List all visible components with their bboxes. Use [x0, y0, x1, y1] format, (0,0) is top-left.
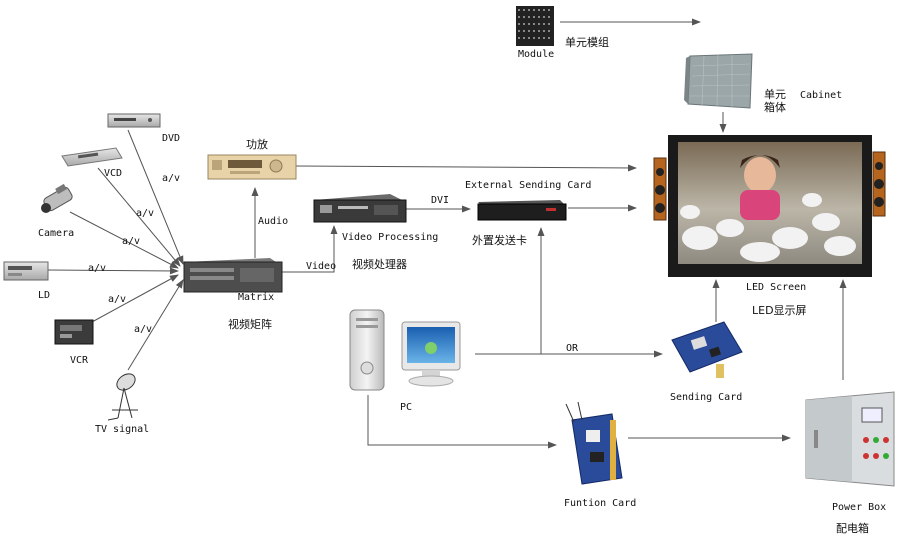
power-box-label-cn: 配电箱	[836, 522, 869, 535]
vcd-label: VCD	[104, 168, 123, 179]
video-processing-label-cn: 视频处理器	[352, 258, 407, 271]
edge-vcr-matrix	[91, 274, 179, 323]
edge-ld-matrix	[47, 267, 179, 275]
pc-tower-image	[349, 309, 385, 391]
external-sending-card-image	[477, 200, 567, 221]
edge-vcd-matrix	[97, 167, 181, 267]
pc-label: PC	[400, 402, 413, 413]
edge-label-av-vcd: a/v	[136, 208, 155, 219]
module-label-cn: 单元模组	[565, 36, 609, 49]
edge-label-audio: Audio	[258, 216, 289, 227]
external-sending-card-label: External Sending Card	[465, 180, 592, 191]
funtion-card-image	[565, 401, 623, 485]
funtion-card-label: Funtion Card	[564, 498, 637, 509]
edge-label-dvi: DVI	[431, 195, 450, 206]
matrix-label: Matrix	[238, 292, 275, 303]
led-screen-label: LED Screen	[746, 282, 807, 293]
module-label: Module	[518, 49, 555, 60]
edge-label-video: Video	[306, 261, 337, 272]
amplifier-label-cn: 功放	[246, 138, 268, 151]
vcd-player-image	[61, 147, 123, 167]
video-processing-label: Video Processing	[342, 232, 439, 243]
edge-label-av-camera: a/v	[122, 236, 141, 247]
speaker-right-image	[872, 151, 886, 217]
cabinet-label-cn-2: 箱体	[764, 101, 786, 114]
edge-label-av-vcr: a/v	[108, 294, 127, 305]
dvd-player-image	[107, 113, 161, 128]
pc-monitor-image	[401, 321, 461, 387]
camera-image	[41, 183, 73, 213]
led-screen-image	[668, 135, 872, 277]
camera-label: Camera	[38, 228, 75, 239]
edge-camera-matrix	[69, 211, 179, 269]
led-screen-label-cn: LED显示屏	[752, 304, 807, 317]
tv-signal-label: TV signal	[95, 424, 150, 435]
vcr-image	[54, 319, 94, 345]
ld-player-image	[3, 261, 49, 281]
video-processor-image	[313, 194, 407, 223]
cabinet-image	[684, 53, 753, 109]
external-sending-card-label-cn: 外置发送卡	[472, 234, 527, 247]
edge-amp-led	[295, 164, 637, 172]
vcr-label: VCR	[70, 355, 89, 366]
power-box-image	[805, 391, 895, 487]
edge-dvd-matrix	[127, 129, 184, 265]
amplifier-image	[207, 154, 297, 180]
tv-signal-dish-image	[107, 373, 138, 421]
power-box-label: Power Box	[832, 502, 887, 513]
edge-label-or: OR	[566, 343, 579, 354]
edge-pc-funtion	[367, 395, 557, 449]
dvd-label: DVD	[162, 133, 181, 144]
matrix-image	[183, 258, 283, 293]
matrix-label-cn: 视频矩阵	[228, 318, 272, 331]
cabinet-label: Cabinet	[800, 90, 843, 101]
sending-card-label: Sending Card	[670, 392, 743, 403]
edge-label-av-dvd: a/v	[162, 173, 181, 184]
connector-lines	[47, 18, 847, 449]
edge-tv-matrix	[127, 279, 184, 371]
ld-label: LD	[38, 290, 51, 301]
speaker-left-image	[653, 157, 667, 221]
module-image	[516, 6, 554, 46]
edge-label-av-tv: a/v	[134, 324, 153, 335]
edge-matrix-vp	[282, 225, 338, 273]
cabinet-label-cn-1: 单元	[764, 88, 786, 101]
sending-card-image	[671, 321, 743, 378]
edge-label-av-ld: a/v	[88, 263, 107, 274]
